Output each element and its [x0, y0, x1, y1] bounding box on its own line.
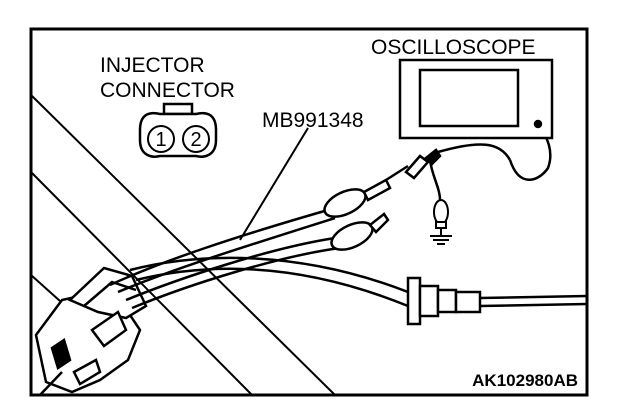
oscilloscope	[398, 58, 554, 140]
inline-connector	[406, 276, 588, 326]
connector-pin-2-label: 2	[190, 129, 201, 151]
harness-leader-line	[239, 127, 309, 241]
ground-probe	[430, 199, 452, 245]
harness-wires	[109, 206, 409, 310]
oscilloscope-label: OSCILLOSCOPE	[371, 36, 536, 59]
injector-connector-label-line2: CONNECTOR	[100, 79, 235, 102]
harness-tool-label: MB991348	[262, 109, 364, 132]
figure-code: AK102980AB	[472, 371, 578, 390]
probe-clip-1	[323, 178, 392, 218]
injector-connector-label-line1: INJECTOR	[100, 54, 205, 77]
connector-pin-2	[182, 125, 210, 153]
probe-clip-2	[330, 212, 390, 251]
connector-pin-1-label: 1	[155, 129, 166, 151]
connector-pin-1	[147, 125, 175, 153]
injector-body	[34, 266, 148, 396]
